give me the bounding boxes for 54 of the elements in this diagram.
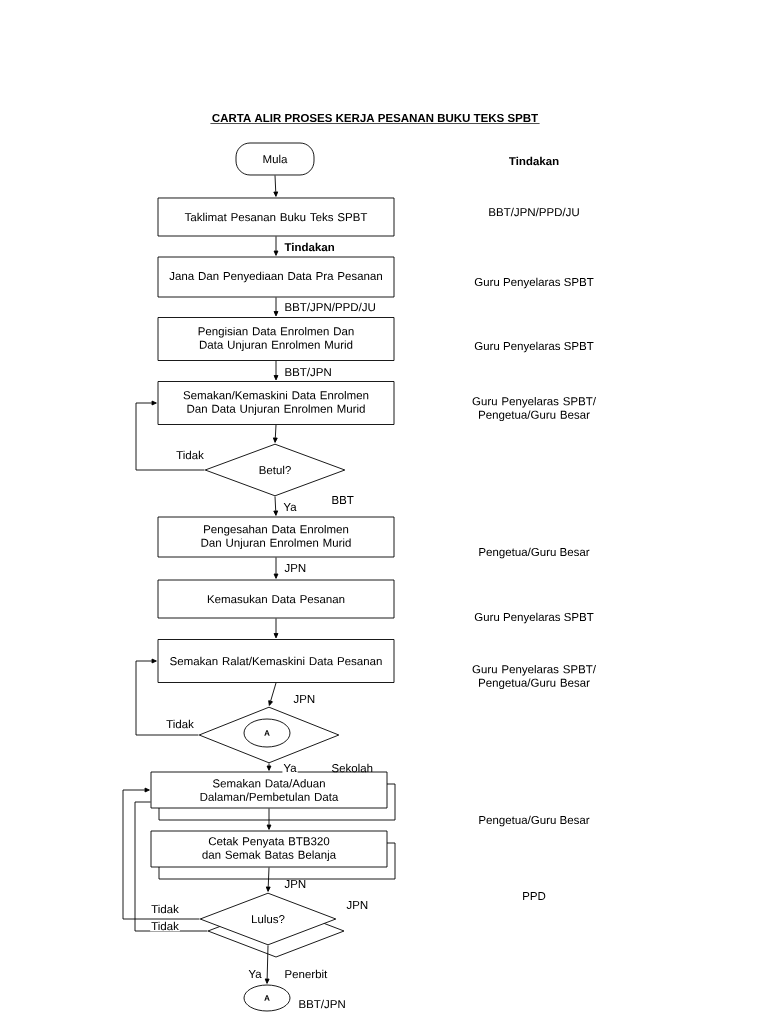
process-box: Kemasukan Data Pesanan xyxy=(157,579,395,619)
edge-label: Tidak xyxy=(150,903,180,915)
title: CARTA ALIR PROSES KERJA PESANAN BUKU TEKS SPBT xyxy=(210,113,540,124)
action-label: BBT xyxy=(332,496,354,504)
edge-label: Tidak xyxy=(175,449,205,461)
edge-label: Ya xyxy=(282,502,298,512)
action-label: JPN xyxy=(284,880,306,888)
arrow xyxy=(273,175,279,197)
process-box: Semakan Ralat/Kemaskini Data Pesanan xyxy=(157,639,395,683)
process-box: Pengesahan Data Enrolmen Dan Unjuran Enrolmen Murid xyxy=(157,516,395,558)
action-label: Guru Penyelaras SPBT/ Pengetua/Guru Besar xyxy=(472,664,596,690)
arrow xyxy=(264,945,270,984)
edge-label: Tidak xyxy=(150,920,180,932)
arrow xyxy=(273,496,279,516)
action-label: JPN xyxy=(284,564,306,572)
action-label: JPN xyxy=(293,695,315,703)
process-box: Jana Dan Penyediaan Data Pra Pesanan xyxy=(157,256,395,298)
action-label: Pengetua/Guru Besar xyxy=(479,815,590,827)
edge-label: Tidak xyxy=(165,718,195,730)
action-label: Guru Penyelaras SPBT xyxy=(474,277,594,289)
process-box: Pengisian Data Enrolmen Dan Data Unjuran Enrolmen Murid xyxy=(157,317,395,361)
process-box: Semakan Data/Aduan Dalaman/Pembetulan Data xyxy=(150,771,396,821)
action-label: JPN xyxy=(346,901,368,909)
action-label: Guru Penyelaras SPBT xyxy=(474,612,594,624)
action-label: Penerbit xyxy=(285,969,328,979)
arrow xyxy=(268,682,277,706)
action-label: BBT/JPN/PPD/JU xyxy=(285,302,375,312)
action-label: Sekolah xyxy=(331,763,373,773)
arrow xyxy=(273,297,279,317)
edge-label: Ya xyxy=(282,763,298,773)
process-box: Cetak Penyata BTB320 dan Semak Batas Belanja xyxy=(150,830,396,880)
arrow xyxy=(272,424,278,443)
arrow xyxy=(266,808,272,830)
column-heading: Tindakan xyxy=(284,242,334,252)
column-heading: Tindakan xyxy=(509,156,559,166)
arrow xyxy=(122,787,200,920)
process-box: Semakan/Kemaskini Data Enrolmen Dan Data Unjuran Enrolmen Murid xyxy=(157,381,395,425)
arrow xyxy=(266,763,272,771)
action-label: PPD xyxy=(523,892,546,900)
action-label: Guru Penyelaras SPBT/ Pengetua/Guru Besar xyxy=(472,396,596,422)
process-box: Taklimat Pesanan Buku Teks SPBT xyxy=(157,197,395,237)
edge-label: Ya xyxy=(247,969,263,979)
action-label: Pengetua/Guru Besar xyxy=(479,547,590,559)
action-label: BBT/JPN/PPD/JU xyxy=(489,207,579,217)
arrow xyxy=(135,658,199,736)
action-label: Guru Penyelaras SPBT xyxy=(474,341,594,353)
arrow xyxy=(273,236,279,256)
arrow xyxy=(273,360,279,381)
action-label: BBT/JPN xyxy=(285,367,331,377)
arrow xyxy=(265,867,271,892)
arrow xyxy=(135,400,205,471)
arrow xyxy=(273,618,279,639)
start-terminator: Mula xyxy=(235,142,315,176)
arrow xyxy=(273,557,279,579)
